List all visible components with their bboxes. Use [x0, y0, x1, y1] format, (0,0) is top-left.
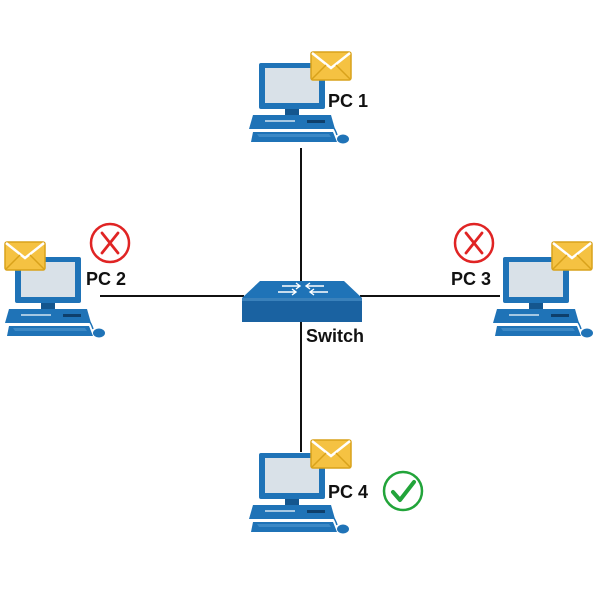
switch-label: Switch: [306, 326, 364, 346]
pc3-rejected-x-icon: [453, 222, 495, 264]
pc2-rejected-x-icon: [89, 222, 131, 264]
pc2-envelope-icon: [3, 240, 47, 272]
switch-icon[interactable]: [242, 281, 362, 322]
pc4-envelope-icon: [309, 438, 353, 470]
pc1-label: PC 1: [328, 91, 368, 111]
pc3-envelope-icon: [550, 240, 594, 272]
pc4-label: PC 4: [328, 482, 368, 502]
pc1-envelope-icon: [309, 50, 353, 82]
pc3-label: PC 3: [451, 269, 491, 289]
pc4-accepted-check-icon: [382, 470, 424, 512]
pc2-label: PC 2: [86, 269, 126, 289]
